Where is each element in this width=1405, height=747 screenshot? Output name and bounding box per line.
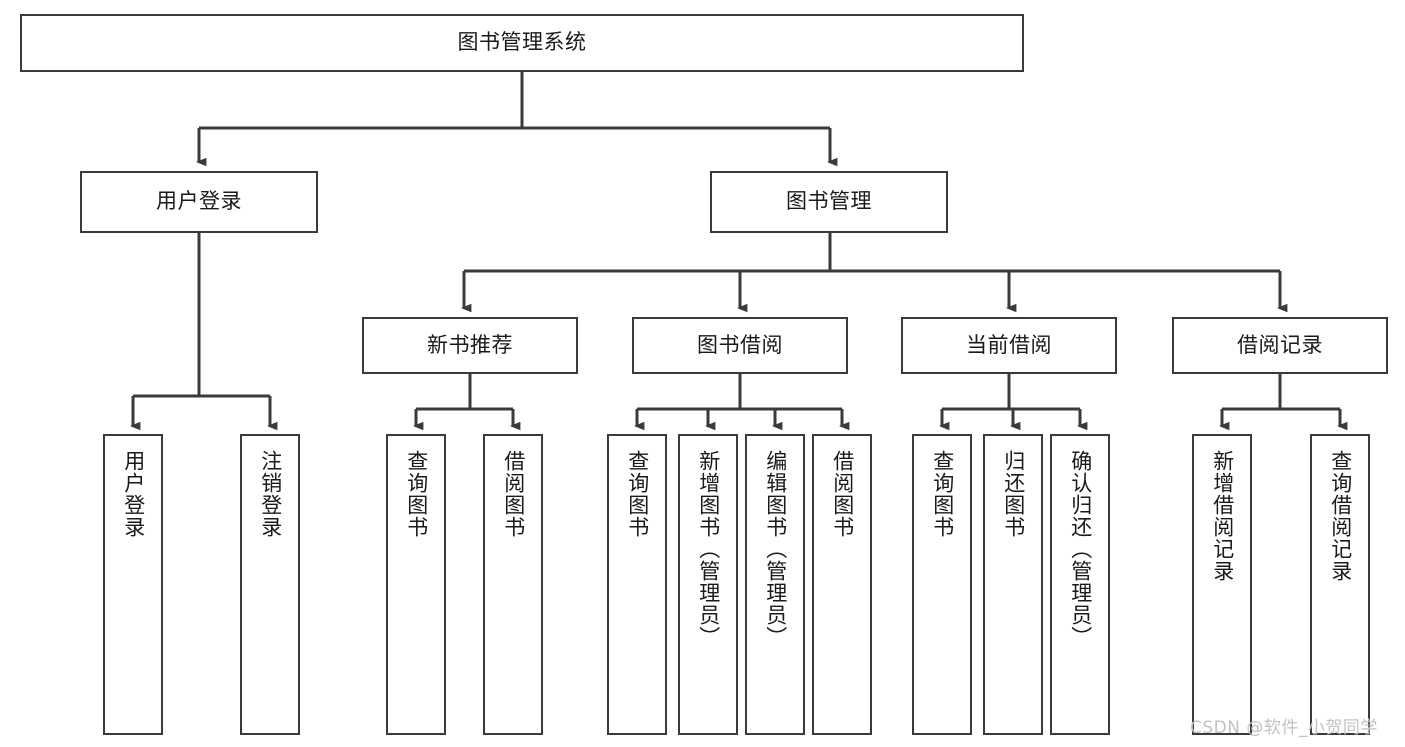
node-label: 新增图书（管理员）: [696, 450, 721, 648]
node-label: 查询图书: [625, 450, 650, 538]
node-book-borrow[interactable]: 图书借阅: [632, 317, 848, 374]
node-label: 归还图书: [1001, 450, 1026, 538]
node-label: 编辑图书（管理员）: [763, 450, 788, 648]
leaf-query-book-recommend[interactable]: 查询图书: [386, 434, 446, 735]
leaf-return-book[interactable]: 归还图书: [983, 434, 1043, 735]
node-label: 借阅图书: [501, 450, 526, 538]
leaf-query-borrow-record[interactable]: 查询借阅记录: [1310, 434, 1370, 735]
leaf-query-book-current[interactable]: 查询图书: [912, 434, 972, 735]
node-label: 借阅记录: [1237, 332, 1323, 357]
node-label: 注销登录: [258, 450, 283, 538]
leaf-add-book-admin[interactable]: 新增图书（管理员）: [678, 434, 738, 735]
node-label: 查询图书: [930, 450, 955, 538]
node-label: 图书管理: [786, 189, 872, 214]
node-borrow-records[interactable]: 借阅记录: [1172, 317, 1388, 374]
csdn-watermark: CSDN @软件_小贺同学: [1190, 718, 1378, 738]
node-user-login[interactable]: 用户登录: [80, 171, 318, 233]
node-label: 图书借阅: [697, 332, 783, 357]
node-label: 图书管理系统: [457, 30, 587, 55]
node-label: 用户登录: [156, 189, 242, 214]
node-label: 查询图书: [404, 450, 429, 538]
node-label: 借阅图书: [830, 450, 855, 538]
leaf-add-borrow-record[interactable]: 新增借阅记录: [1192, 434, 1252, 735]
node-label: 确认归还（管理员）: [1068, 450, 1093, 648]
node-label: 查询借阅记录: [1328, 450, 1353, 582]
node-root-system[interactable]: 图书管理系统: [20, 14, 1024, 72]
node-current-borrow[interactable]: 当前借阅: [901, 317, 1117, 374]
node-label: 用户登录: [121, 450, 146, 538]
node-new-book-recommend[interactable]: 新书推荐: [362, 317, 578, 374]
leaf-borrow-book[interactable]: 借阅图书: [812, 434, 872, 735]
node-label: 新书推荐: [427, 332, 513, 357]
leaf-user-login[interactable]: 用户登录: [103, 434, 163, 735]
leaf-edit-book-admin[interactable]: 编辑图书（管理员）: [745, 434, 805, 735]
node-book-management[interactable]: 图书管理: [710, 171, 948, 233]
node-label: 当前借阅: [966, 332, 1052, 357]
leaf-confirm-return-admin[interactable]: 确认归还（管理员）: [1050, 434, 1110, 735]
leaf-query-book-borrow[interactable]: 查询图书: [607, 434, 667, 735]
leaf-borrow-book-recommend[interactable]: 借阅图书: [483, 434, 543, 735]
leaf-logout[interactable]: 注销登录: [240, 434, 300, 735]
node-label: 新增借阅记录: [1210, 450, 1235, 582]
